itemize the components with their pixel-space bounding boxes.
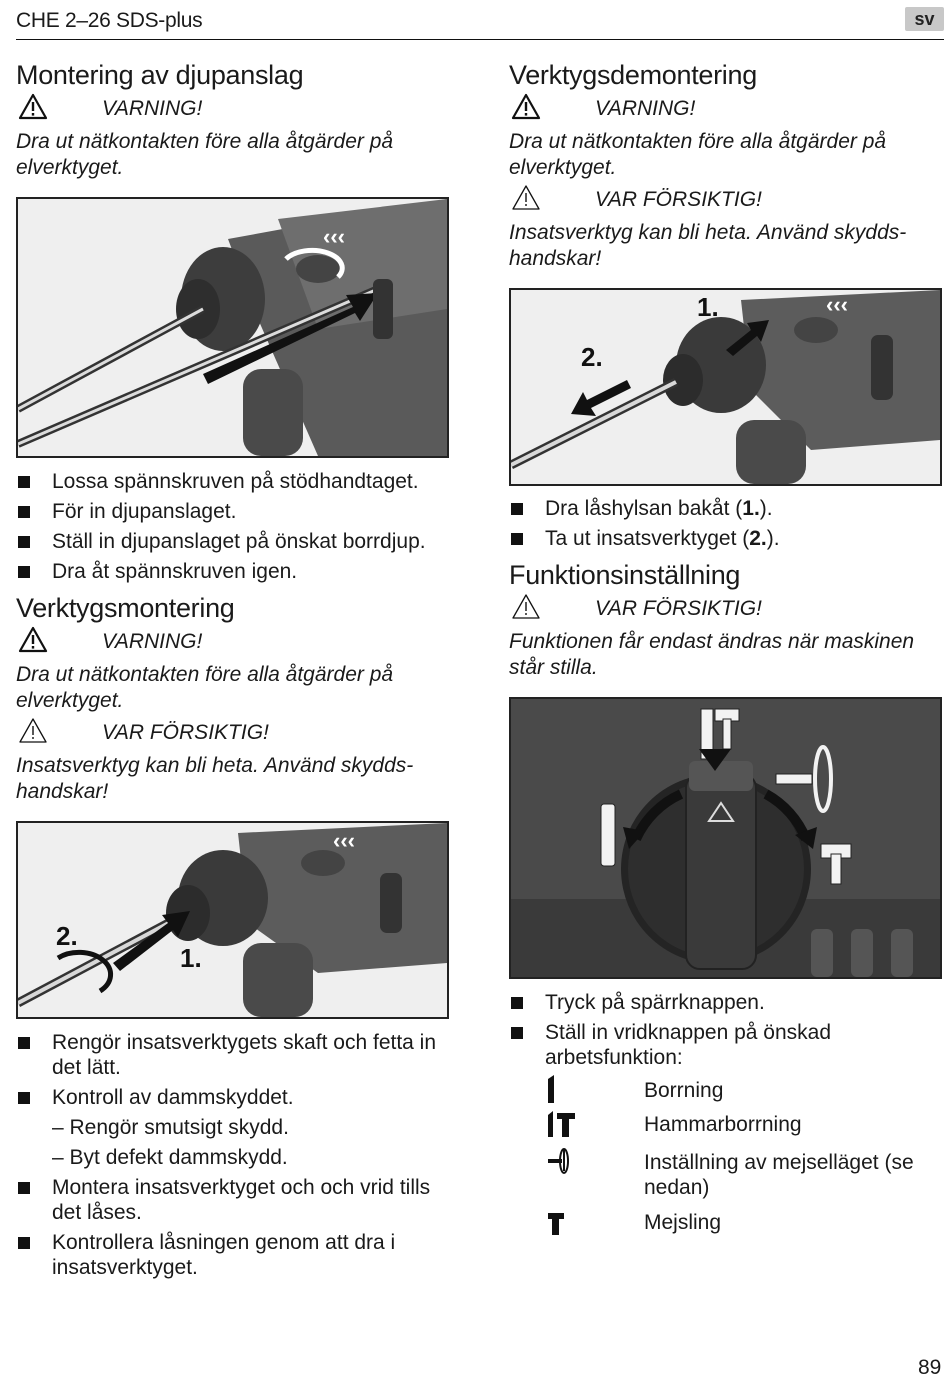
warning-text: Dra ut nätkontakten före alla åtgärder p…	[16, 130, 394, 179]
caution-text: Insatsverktyg kan bli heta. Använd skydd…	[16, 754, 414, 803]
hammer-drill-icon	[548, 1111, 575, 1137]
drill-icon	[548, 1075, 554, 1103]
list-item: Dra åt spännskruven igen.	[16, 559, 446, 584]
svg-text:‹‹‹: ‹‹‹	[323, 224, 345, 249]
list-item: Lossa spännskruven på stödhandtaget.	[16, 469, 446, 494]
list-item: Rengör insatsverktygets skaft och fetta …	[16, 1030, 446, 1080]
caution-icon	[512, 185, 540, 210]
caution-icon	[19, 718, 47, 743]
figure-depth-stop: ‹‹‹	[16, 197, 449, 458]
caution-label: VAR FÖRSIKTIG!	[595, 597, 762, 620]
depth-stop-steps: Lossa spännskruven på stödhandtaget. För…	[16, 469, 446, 589]
warning-icon	[18, 93, 48, 120]
caution-label: VAR FÖRSIKTIG!	[595, 188, 762, 211]
figure-step1-label: 1.	[180, 943, 202, 973]
svg-text:‹‹‹: ‹‹‹	[333, 828, 355, 853]
chisel-adjust-icon	[548, 1148, 569, 1174]
tool-mounting-steps: Rengör insatsverktygets skaft och fetta …	[16, 1030, 446, 1285]
section-title-function-setting: Funktionsinställning	[509, 560, 741, 590]
warning-label: VARNING!	[595, 97, 696, 120]
list-item: För in djupanslaget.	[16, 499, 446, 524]
figure-tool-mounting: ‹‹‹ 2. 1.	[16, 821, 449, 1019]
caution-icon	[512, 594, 540, 619]
caution-label: VAR FÖRSIKTIG!	[102, 721, 269, 744]
list-item: Dra låshylsan bakåt (1.).	[509, 496, 939, 521]
function-setting-steps: Tryck på spärrknappen. Ställ in vridknap…	[509, 990, 939, 1075]
warning-icon	[511, 93, 541, 120]
mode-row-chiselling: Mejsling	[544, 1207, 924, 1241]
mode-row-hammer-drilling: Hammarborrning	[544, 1109, 924, 1143]
warning-label: VARNING!	[102, 97, 203, 120]
caution-text: Funktionen får endast ändras när maskine…	[509, 630, 915, 679]
section-title-tool-mounting: Verktygsmontering	[16, 593, 235, 623]
warning-icon	[18, 626, 48, 653]
svg-text:‹‹‹: ‹‹‹	[826, 292, 848, 317]
document-model-title: CHE 2–26 SDS-plus	[16, 9, 203, 32]
figure-tool-removal: ‹‹‹ 1. 2.	[509, 288, 942, 486]
warning-label: VARNING!	[102, 630, 203, 653]
language-badge: sv	[905, 7, 944, 31]
header-rule	[16, 39, 944, 40]
page-number: 89	[918, 1356, 942, 1379]
mode-row-chisel-adjust: Inställning av mejselläget (se nedan)	[544, 1147, 924, 1205]
figure-step1-label: 1.	[697, 292, 719, 322]
caution-text: Insatsverktyg kan bli heta. Använd skydd…	[509, 221, 907, 270]
figure-step2-label: 2.	[581, 342, 603, 372]
section-title-tool-removal: Verktygsdemontering	[509, 60, 757, 90]
list-item: Kontrollera låsningen genom att dra i in…	[16, 1230, 446, 1280]
section-title-depth-stop: Montering av djupanslag	[16, 60, 304, 90]
list-item: Ta ut insatsverktyget (2.).	[509, 526, 939, 551]
list-item: Ställ in djupanslaget på önskat borrdjup…	[16, 529, 446, 554]
sub-list-item: – Rengör smutsigt skydd.	[52, 1116, 289, 1139]
figure-function-selector	[509, 697, 942, 979]
warning-text: Dra ut nätkontakten före alla åtgärder p…	[509, 130, 887, 179]
tool-removal-steps: Dra låshylsan bakåt (1.). Ta ut insatsve…	[509, 496, 939, 556]
mode-row-drilling: Borrning	[544, 1075, 924, 1109]
chisel-icon	[548, 1213, 564, 1235]
sub-list-item: – Byt defekt dammskydd.	[52, 1146, 288, 1169]
figure-step2-label: 2.	[56, 921, 78, 951]
warning-text: Dra ut nätkontakten före alla åtgärder p…	[16, 663, 394, 712]
list-item: Tryck på spärrknappen.	[509, 990, 939, 1015]
list-item: Ställ in vridknappen på önskad arbetsfun…	[509, 1020, 939, 1070]
list-item: Montera insatsverktyget och och vrid til…	[16, 1175, 446, 1225]
list-item: Kontroll av dammskyddet.	[16, 1085, 446, 1110]
